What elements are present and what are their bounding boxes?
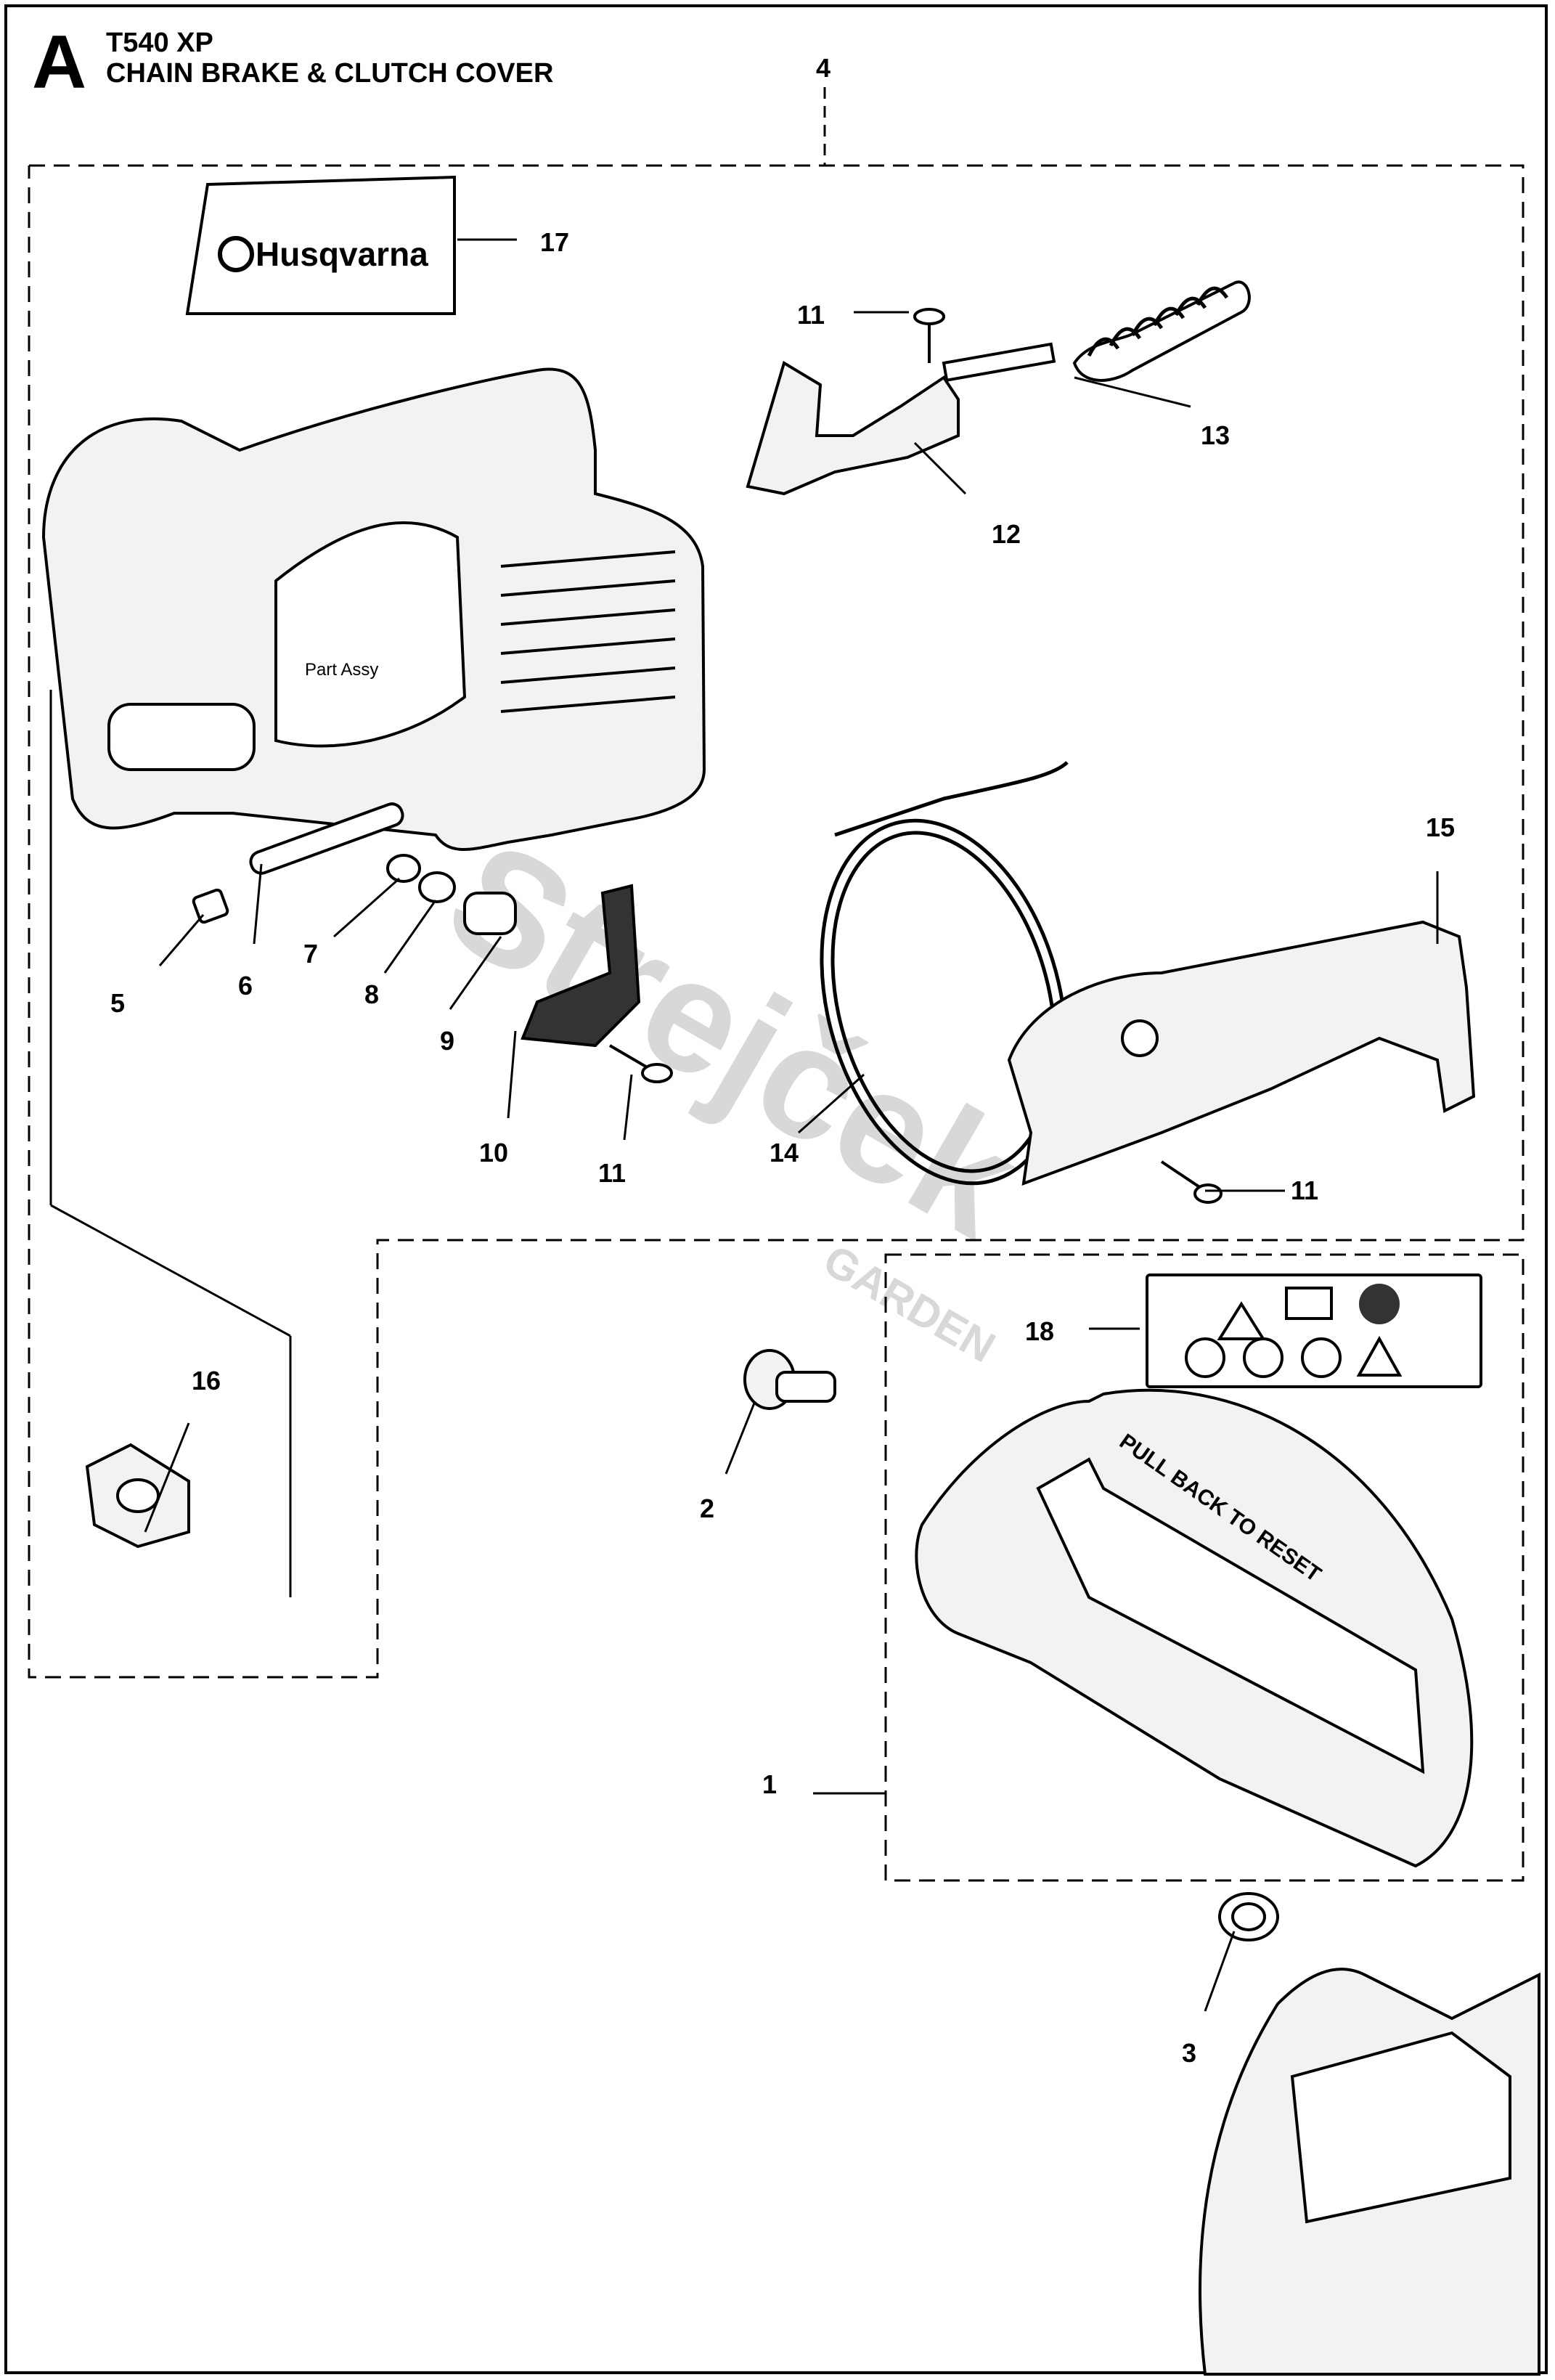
washer-7 (386, 854, 421, 883)
screw-11-mid (608, 1044, 673, 1083)
callout-11-top: 11 (797, 300, 825, 330)
callout-14: 14 (770, 1138, 799, 1167)
callout-17: 17 (540, 227, 569, 257)
callout-3: 3 (1182, 2038, 1196, 2068)
sleeve-2 (743, 1349, 836, 1410)
nut-5 (192, 888, 229, 924)
warning-label-18 (1146, 1273, 1482, 1388)
callout-5: 5 (110, 988, 125, 1018)
diagram-title: CHAIN BRAKE & CLUTCH COVER (106, 58, 554, 89)
callout-11-right: 11 (1291, 1175, 1318, 1205)
leader-lines (49, 238, 1439, 2012)
kit-4-boundary (28, 164, 1525, 1679)
husqvarna-logo-icon (1121, 1019, 1159, 1057)
manual-book-icon (1285, 1287, 1333, 1320)
kickback-icon (1243, 1337, 1283, 1378)
kit-1-boundary (884, 1253, 1525, 1882)
clutch-cover: Part Assy (41, 367, 706, 851)
screw-11-top (913, 308, 945, 363)
warning-icon (1217, 1301, 1266, 1340)
washer-8 (418, 871, 456, 903)
no-tip-contact-icon (1301, 1337, 1342, 1378)
callout-15: 15 (1426, 812, 1455, 842)
callout-2: 2 (700, 1493, 714, 1523)
brake-band (820, 761, 1069, 1186)
watermark: Strejček GARDEN (420, 806, 1048, 1372)
saw-body (1199, 1968, 1540, 2376)
callout-18: 18 (1025, 1316, 1054, 1346)
callouts: 1 2 3 4 5 6 7 8 9 10 11 11 11 12 13 14 1… (110, 53, 1455, 2068)
helmet-icon (1359, 1284, 1400, 1324)
callout-16: 16 (192, 1366, 221, 1395)
callout-12: 12 (992, 519, 1021, 549)
callout-13: 13 (1201, 420, 1230, 450)
brake-cover-15 (1007, 920, 1476, 1186)
callout-7: 7 (303, 939, 318, 969)
small-parts (192, 802, 1223, 1204)
watermark-subtext: GARDEN (815, 1235, 1003, 1372)
caution-icon (1356, 1335, 1403, 1377)
brake-handle-1: PULL BACK TO RESET (915, 1388, 1474, 1868)
husqvarna-logo-text: Husqvarna (256, 235, 428, 273)
callout-8: 8 (364, 979, 379, 1009)
stud-6 (249, 802, 404, 875)
cover-part-tag: Part Assy (305, 660, 378, 680)
no-one-hand-icon (1185, 1337, 1225, 1378)
husqvarna-decal: Husqvarna (185, 175, 456, 315)
chain-catcher-16 (85, 1443, 190, 1549)
callout-6: 6 (238, 971, 253, 1001)
callout-4: 4 (816, 53, 830, 83)
model-name: T540 XP (106, 28, 213, 58)
callout-9: 9 (440, 1026, 454, 1056)
sheet-letter: A (32, 20, 87, 105)
callout-1: 1 (762, 1769, 777, 1799)
callout-10: 10 (479, 1138, 508, 1167)
drawing-frame (4, 4, 1548, 2374)
callout-11-mid: 11 (598, 1158, 626, 1188)
spacer-9 (463, 892, 517, 935)
husqvarna-logo-icon (218, 236, 254, 272)
bushing-3 (1218, 1892, 1279, 1941)
brake-lever-assembly (746, 280, 1251, 496)
screw-11-right (1160, 1160, 1223, 1204)
guard-10 (521, 884, 641, 1048)
